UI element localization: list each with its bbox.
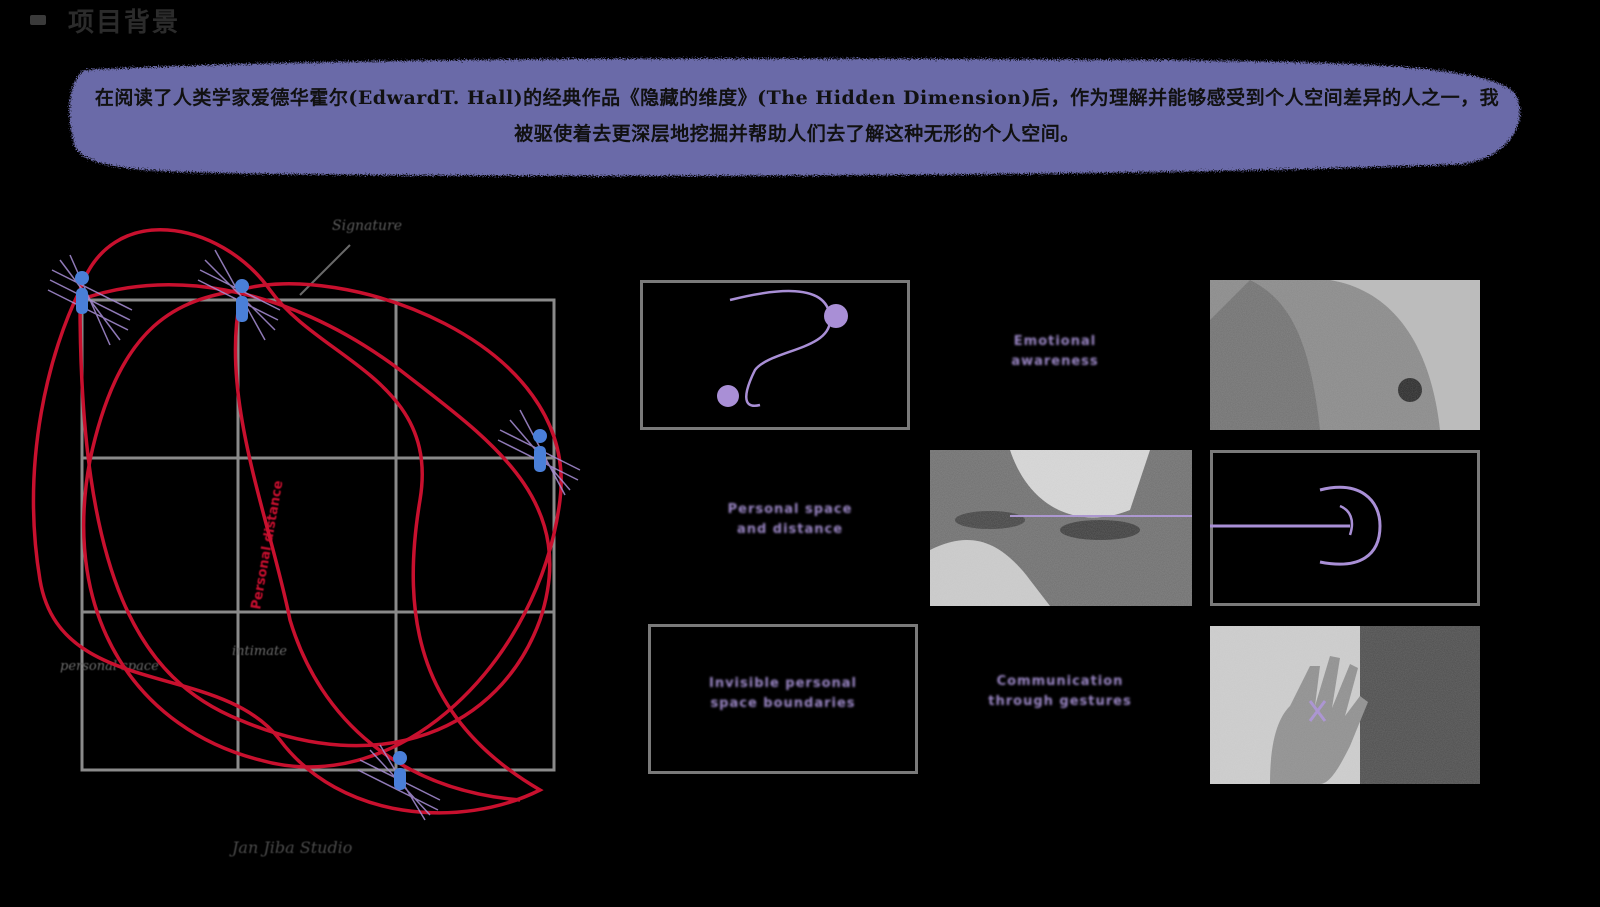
person-icon [533, 429, 547, 443]
intro-banner: 在阅读了人类学家爱德华霍尔(EdwardT. Hall)的经典作品《隐藏的维度》… [64, 52, 1530, 180]
row-label-intimate: intimate [232, 644, 287, 659]
annotation-pointer [299, 244, 351, 296]
board-label-left-bottom: Invisible personal space boundaries [708, 676, 857, 711]
person-icon-body [534, 446, 546, 472]
photo-hand [1210, 626, 1480, 784]
banner-background [69, 58, 1520, 176]
person-icon-body [394, 768, 406, 790]
board-frame [1210, 450, 1480, 606]
person-figures [75, 271, 547, 790]
page-title: 项目背景 [68, 7, 181, 38]
person-icon [393, 751, 407, 765]
intro-text: 在阅读了人类学家爱德华霍尔(EdwardT. Hall)的经典作品《隐藏的维度》… [94, 87, 1500, 145]
annotation-label: Signature [332, 218, 402, 234]
board-label-top: Emotional awareness [1011, 334, 1099, 369]
figure-hatching [47, 249, 581, 821]
bullet-icon [30, 15, 46, 25]
side-label: Personal distance [249, 479, 286, 610]
person-icon-body [236, 296, 248, 322]
person-icon-body [76, 288, 88, 314]
node-icon [717, 385, 739, 407]
page-header: 项目背景 [30, 2, 180, 38]
person-icon [235, 279, 249, 293]
boundary-sketch [1210, 485, 1382, 566]
person-icon [75, 271, 89, 285]
space-curves [31, 228, 563, 815]
proxemics-diagram: Signature personal space intimate Person… [31, 218, 581, 821]
board-text-box: Invisible personal space boundaries [648, 624, 918, 774]
path-sketch [717, 289, 848, 407]
photo-shoulder [1210, 280, 1480, 430]
board-label-right-bottom: Communication through gestures [988, 674, 1132, 709]
board-boundary-sketch [1210, 450, 1480, 606]
board-label-mid: Personal space and distance [727, 502, 853, 537]
node-icon [824, 304, 848, 328]
board-path-sketch [640, 280, 910, 430]
signature: Jan Jiba Studio [232, 838, 353, 857]
photo-face [930, 450, 1192, 606]
board-frame [648, 624, 918, 774]
board-frame [640, 280, 910, 430]
